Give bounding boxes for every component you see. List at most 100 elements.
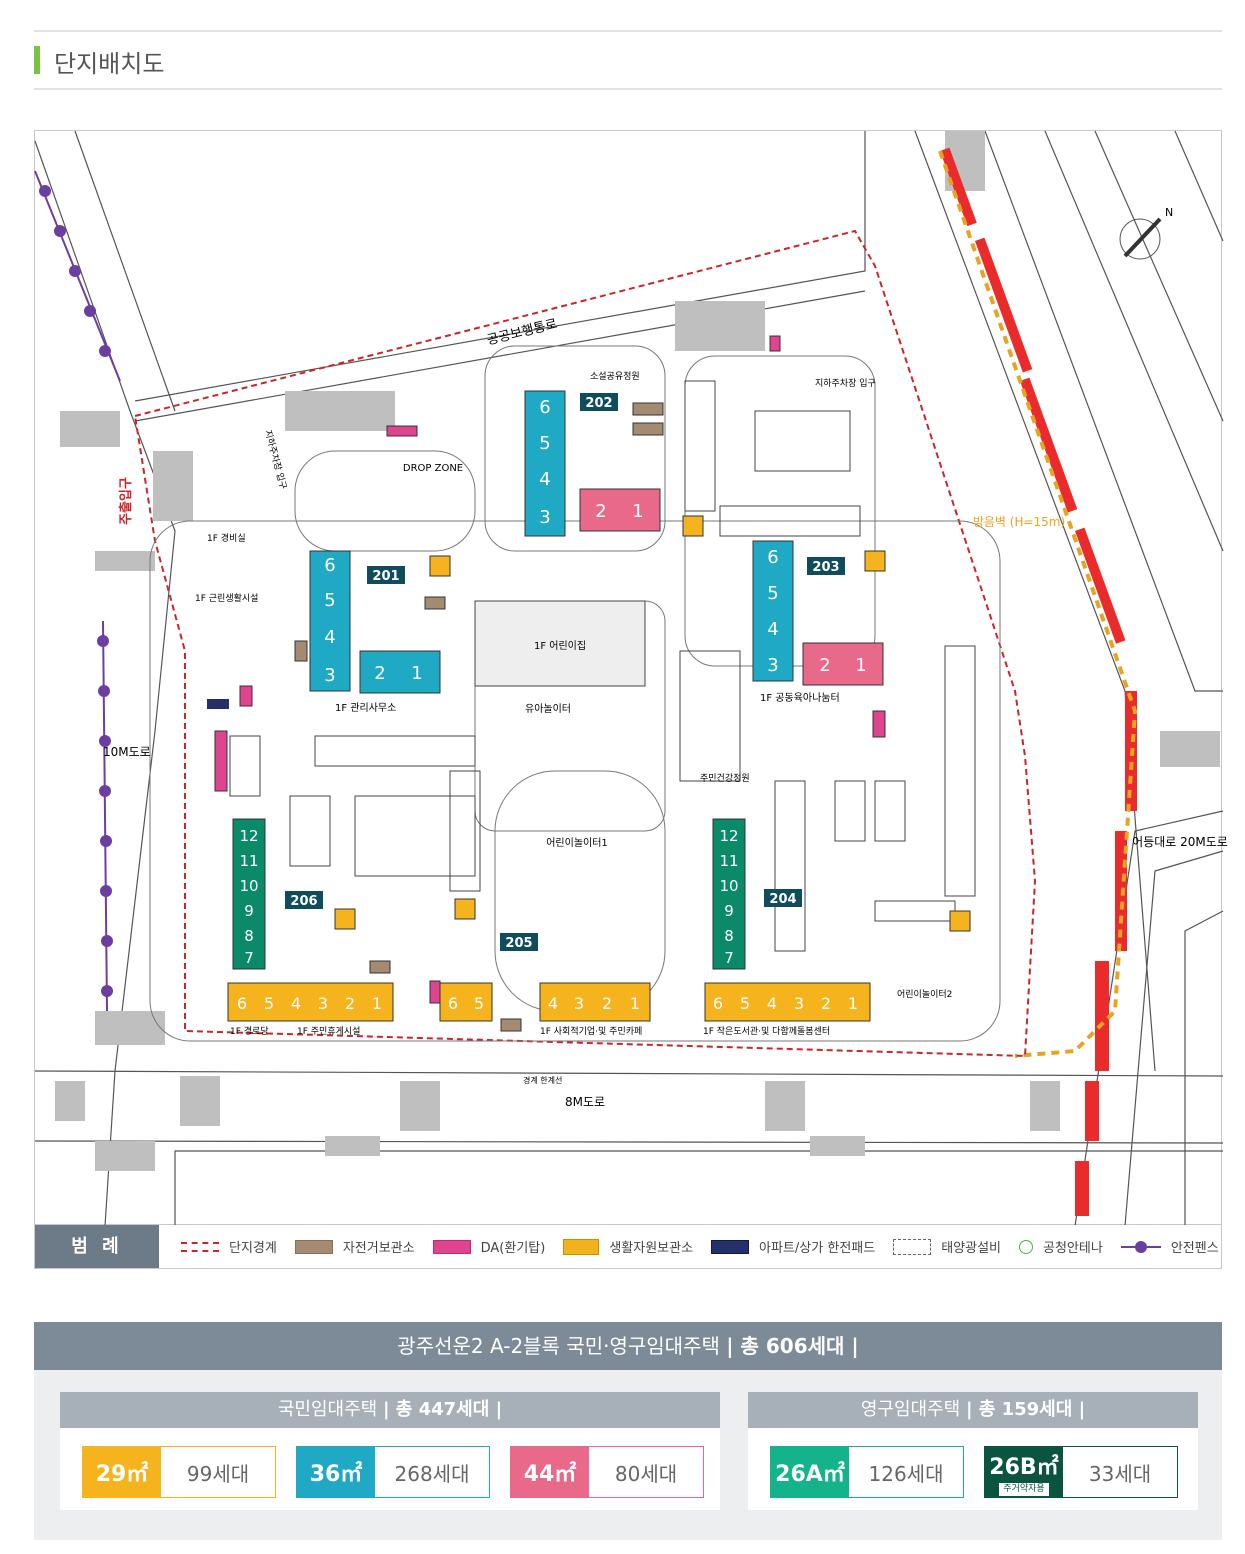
neighborhood-facility-label: 1F 근린생활시설 xyxy=(195,592,258,604)
svg-text:1: 1 xyxy=(411,663,422,684)
page-title: 단지배치도 xyxy=(54,50,165,78)
svg-text:204: 204 xyxy=(769,892,796,907)
page-header: 단지배치도 xyxy=(34,30,1222,90)
legend-item-antenna: 공청안테나 xyxy=(1019,1237,1103,1256)
daycare-label: 1F 어린이집 xyxy=(534,640,586,652)
bicycle-icon xyxy=(294,1239,333,1254)
guard-room-label: 1F 경비실 xyxy=(207,532,246,544)
svg-text:5: 5 xyxy=(474,994,484,1013)
svg-text:4: 4 xyxy=(767,994,777,1013)
svg-text:2: 2 xyxy=(374,663,385,684)
building-201: 6 5 4 3 2 1 201 xyxy=(309,550,441,694)
public-walkway-label: 공공보행통로 xyxy=(485,316,559,349)
road-20m-label: 어등대로 20M도로 xyxy=(1132,835,1228,849)
legend-item-bike: 자전거보관소 xyxy=(294,1237,415,1256)
svg-text:9: 9 xyxy=(724,902,734,920)
svg-text:12: 12 xyxy=(719,827,738,845)
svg-text:6: 6 xyxy=(237,994,247,1013)
svg-text:11: 11 xyxy=(239,852,258,870)
unit-29: 29㎡ 99세대 xyxy=(82,1446,276,1498)
svg-text:203: 203 xyxy=(812,560,839,575)
legend-item-recycle: 생활자원보관소 xyxy=(563,1237,693,1256)
solar-panel-icon xyxy=(893,1238,932,1255)
unit-26b: 26B㎡ 주거약자용 33세대 xyxy=(984,1446,1178,1498)
svg-text:5: 5 xyxy=(264,994,274,1013)
svg-text:206: 206 xyxy=(290,894,317,909)
unit-26a: 26A㎡ 126세대 xyxy=(770,1446,964,1498)
svg-text:2: 2 xyxy=(821,994,831,1013)
svg-text:4: 4 xyxy=(291,994,301,1013)
boundary-swatch-icon xyxy=(181,1241,219,1252)
national-rental-group: 국민임대주택 | 총 447세대 | 29㎡ 99세대 36㎡ 268세대 44… xyxy=(60,1392,720,1510)
boundary-limit-label: 경계 한계선 xyxy=(523,1075,562,1085)
parking-entrance-left-label: 지하주차장 입구 xyxy=(262,429,289,491)
svg-text:2: 2 xyxy=(595,501,606,522)
svg-text:6: 6 xyxy=(448,994,458,1013)
power-pad-icon xyxy=(711,1239,750,1254)
management-office-label: 1F 관리사무소 xyxy=(335,702,396,714)
small-garden-label: 소설공유정원 xyxy=(590,371,640,382)
site-plan-drawing: 1F 어린이집 유아놀이터 어린이놀이터1 6 5 4 3 2 1 202 소설… xyxy=(34,130,1228,1227)
svg-text:3: 3 xyxy=(794,994,804,1013)
kids-playground-2-label: 어린이놀이터2 xyxy=(897,989,952,1000)
svg-text:3: 3 xyxy=(574,994,584,1013)
header-accent-bar xyxy=(34,46,40,74)
svg-text:12: 12 xyxy=(239,827,258,845)
legend-item-fence: 안전펜스 xyxy=(1120,1237,1219,1256)
antenna-icon xyxy=(1019,1239,1034,1254)
community-childcare-label: 1F 공동육아나눔터 xyxy=(760,692,840,704)
national-unit-list: 29㎡ 99세대 36㎡ 268세대 44㎡ 80세대 xyxy=(82,1446,704,1498)
svg-text:6: 6 xyxy=(713,994,723,1013)
unit-44: 44㎡ 80세대 xyxy=(510,1446,704,1498)
svg-text:5: 5 xyxy=(539,433,550,454)
svg-text:1: 1 xyxy=(848,994,858,1013)
road-8m-label: 8M도로 xyxy=(565,1095,605,1109)
svg-text:4: 4 xyxy=(539,469,550,490)
main-entrance-label: 주출입구 xyxy=(118,477,134,525)
sound-barrier-label: 방음벽 (H=15m) xyxy=(973,515,1065,529)
road-10m-label: 10M도로 xyxy=(103,745,151,759)
vent-tower-icon xyxy=(432,1239,471,1254)
svg-text:5: 5 xyxy=(740,994,750,1013)
map-legend: 범 례 단지경계 자전거보관소 DA(환기탑) 생활자원보관소 아파트/상가 한… xyxy=(34,1225,1222,1269)
svg-text:201: 201 xyxy=(372,569,399,584)
svg-text:9: 9 xyxy=(244,902,254,920)
svg-text:5: 5 xyxy=(324,590,335,611)
legend-item-solar: 태양광설비 xyxy=(893,1237,1001,1256)
svg-text:2: 2 xyxy=(345,994,355,1013)
building-203: 6 5 4 3 2 1 203 xyxy=(752,540,884,686)
building-205: 6 5 4 3 2 1 205 xyxy=(439,933,651,1022)
svg-text:5: 5 xyxy=(767,583,778,604)
legend-items: 단지경계 자전거보관소 DA(환기탑) 생활자원보관소 아파트/상가 한전패드 … xyxy=(181,1225,1219,1268)
svg-text:8: 8 xyxy=(244,927,254,945)
svg-text:202: 202 xyxy=(585,396,612,411)
north-arrow-icon: N xyxy=(1119,206,1173,260)
unit-36: 36㎡ 268세대 xyxy=(296,1446,490,1498)
svg-text:8: 8 xyxy=(724,927,734,945)
svg-text:10: 10 xyxy=(239,877,258,895)
svg-text:4: 4 xyxy=(767,619,778,640)
household-summary: 광주선운2 A-2블록 국민·영구임대주택 | 총 606세대 | 국민임대주택… xyxy=(34,1322,1222,1540)
svg-text:4: 4 xyxy=(548,994,558,1013)
toddler-playground-label: 유아놀이터 xyxy=(525,703,571,715)
building-202: 6 5 4 3 2 1 202 xyxy=(524,390,661,537)
svg-text:1: 1 xyxy=(372,994,382,1013)
legend-item-da: DA(환기탑) xyxy=(432,1237,545,1256)
social-enterprise-label: 1F 사회적기업·및 주민카페 xyxy=(540,1025,642,1037)
national-rental-header: 국민임대주택 | 총 447세대 | xyxy=(60,1392,720,1428)
svg-text:6: 6 xyxy=(767,547,778,568)
svg-text:N: N xyxy=(1165,206,1173,219)
kids-playground-1-label: 어린이놀이터1 xyxy=(546,837,608,849)
svg-text:7: 7 xyxy=(724,949,734,967)
legend-item-boundary: 단지경계 xyxy=(181,1237,277,1256)
svg-text:3: 3 xyxy=(539,507,550,528)
site-plan-map: 1F 어린이집 유아놀이터 어린이놀이터1 6 5 4 3 2 1 202 소설… xyxy=(34,130,1228,1227)
svg-text:11: 11 xyxy=(719,852,738,870)
summary-header: 광주선운2 A-2블록 국민·영구임대주택 | 총 606세대 | xyxy=(34,1322,1222,1370)
resident-lounge-label: 1F 주민휴게시설 xyxy=(297,1026,360,1037)
svg-text:4: 4 xyxy=(324,627,335,648)
parking-entrance-right-label: 지하주차장 입구 xyxy=(815,377,876,389)
permanent-rental-group: 영구임대주택 | 총 159세대 | 26A㎡ 126세대 26B㎡ 주거약자용… xyxy=(748,1392,1198,1510)
svg-text:205: 205 xyxy=(505,936,532,951)
legend-item-pad: 아파트/상가 한전패드 xyxy=(711,1237,875,1256)
